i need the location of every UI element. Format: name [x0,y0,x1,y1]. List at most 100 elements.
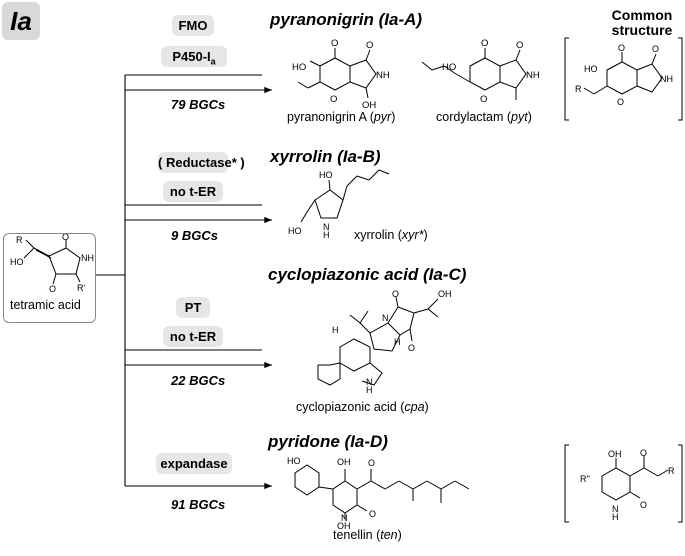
branch-a-bgc-count: 79 BGCs [171,97,226,112]
bracket-left-bottom [564,444,569,523]
pyt-atom-NH: NH [526,70,540,81]
atom-NH: NH [81,253,94,263]
common-top-atom-O: O [618,43,625,53]
branch-a-enzyme-p450-text: P450-I [172,49,211,64]
pyr-atom-HO: HO [292,62,306,73]
ten-atom-N: N [341,513,348,523]
pyt-ring-6 [469,57,501,91]
atom-R: R [16,235,23,245]
xyr-atom-HO2: HO [288,226,302,236]
xyrrolin-name: xyrrolin ( [354,228,402,242]
bracket-right-top [678,37,683,121]
cpa-atom-N-indole: N [366,377,373,387]
common-bottom-atom-H: H [612,512,619,522]
pyr-atom-OH: OH [362,100,376,111]
branch-a-enzyme-p450-subscript: a [210,56,216,67]
cordylactam-name: cordylactam ( [436,110,512,124]
cordylactam-abbr: pyt [511,110,528,124]
branch-c-title: cyclopiazonic acid (Ia-C) [268,265,467,284]
branch-a-enzyme-fmo: FMO [172,15,214,36]
atom-O-bottom: O [49,284,56,294]
cpa-atom-OH: OH [438,289,452,299]
branch-d-title: pyridone (Ia-D) [268,432,388,451]
branch-b-title: xyrrolin (Ia-B) [270,147,381,166]
branch-a-enzyme-p450: P450-Ia [161,46,227,67]
pyt-atom-O2: O [516,40,523,51]
xyrrolin-close: ) [423,228,428,242]
branch-c-enzyme-pt: PT [176,297,210,318]
ten-atom-N-OH: OH [337,521,351,530]
common-bottom-atom-Rpp: R'' [580,474,590,484]
cpa-atom-O2: O [408,343,415,353]
pyt-atom-O-ring: O [480,94,487,105]
common-bottom-atom-OH: OH [608,449,622,459]
branch-b-enzyme-reductase-text: Reductase* [165,155,237,170]
pyranonigrin-label: pyranonigrin A (pyr) [287,110,395,124]
pyr-atom-NH: NH [376,70,390,81]
branch-d-bgc-count: 91 BGCs [171,497,226,512]
cpa-atom-H1: H [332,325,339,335]
pyt-atom-O: O [481,38,488,49]
ten-atom-OH: OH [337,457,351,467]
common-top-atom-O3: O [617,97,624,107]
common-top-atom-O2: O [652,44,659,54]
xyrrolin-label: xyrrolin (xyr*) [354,228,428,242]
common-structure-header: Common structure [600,8,684,38]
xyr-atom-N: N [323,222,330,232]
tenellin-name: tenellin ( [333,528,381,542]
common-bottom-atom-O2: O [640,500,647,510]
pyr-ring-6 [319,57,351,91]
pyranonigrin-abbr: pyr [373,110,392,124]
branch-b-enzyme-no-ter: no t-ER [163,181,223,202]
cordylactam-label: cordylactam (pyt) [436,110,532,124]
ten-atom-O: O [368,458,375,468]
common-structure-line1: Common [611,7,673,23]
branch-b-bgc-count: 9 BGCs [171,228,218,243]
pyr-atom-O-ring: O [330,94,337,105]
common-bottom-atom-O: O [640,448,647,458]
common-structure-bottom: OH O R R'' N H O [580,448,675,522]
branch-c-bgc-count: 22 BGCs [171,373,226,388]
start-compound-label: tetramic acid [10,298,81,312]
xyrrolin-structure: HO N H HO [288,169,390,240]
bracket-left-top [564,37,569,121]
xyr-atom-H: H [323,230,330,240]
cyclopiazonic-acid-abbr: cpa [404,400,425,414]
pyr-atom-O2: O [366,40,373,51]
tetramic-acid-structure: R O NH HO O R' [10,234,94,294]
tenellin-label: tenellin (ten) [333,528,402,542]
bracket-right-bottom [678,444,683,523]
common-structure-top: HO O O NH O R [575,43,673,107]
common-top-atom-HO: HO [584,64,598,74]
branch-b-enzyme-reductase: ( Reductase* ) [158,152,245,173]
atom-O-top: O [62,234,69,242]
pyt-atom-HO: HO [442,62,456,73]
atom-Rprime: R' [77,283,85,293]
common-structure-line2: structure [611,22,673,38]
panel-label: Ia [2,2,40,40]
tetramic-acid-box: R O NH HO O R' tetramic acid [3,233,96,323]
cyclopiazonic-acid-label: cyclopiazonic acid (cpa) [296,400,429,414]
cpa-atom-H2: H [394,337,401,347]
cpa-atom-H-indole: H [366,385,373,395]
cyclopiazonic-acid-name: cyclopiazonic acid ( [296,400,405,414]
tenellin-structure: HO OH O N O OH [287,456,470,530]
ring-bonds [48,247,81,275]
ten-atom-O2: O [369,509,376,519]
pyranonigrin-close: ) [391,110,396,124]
common-bottom-atom-R: R [668,466,675,476]
common-bottom-atom-N: N [612,504,619,514]
branch-a-structures: HO O O NH O OH HO O O NH O [292,38,540,111]
branch-a-title: pyranonigrin (Ia-A) [270,10,423,29]
atom-HO: HO [10,257,24,267]
cpa-atom-N: N [382,313,389,323]
tenellin-close: ) [397,528,402,542]
pyranonigrin-name: pyranonigrin A ( [287,110,374,124]
ten-atom-HO: HO [287,456,301,466]
cyclopiazonic-acid-close: ) [424,400,429,414]
pyr-atom-O: O [331,38,338,49]
branch-d-enzyme-expandase: expandase [156,453,232,474]
common-top-atom-NH: NH [660,74,673,84]
cordylactam-close: ) [527,110,532,124]
